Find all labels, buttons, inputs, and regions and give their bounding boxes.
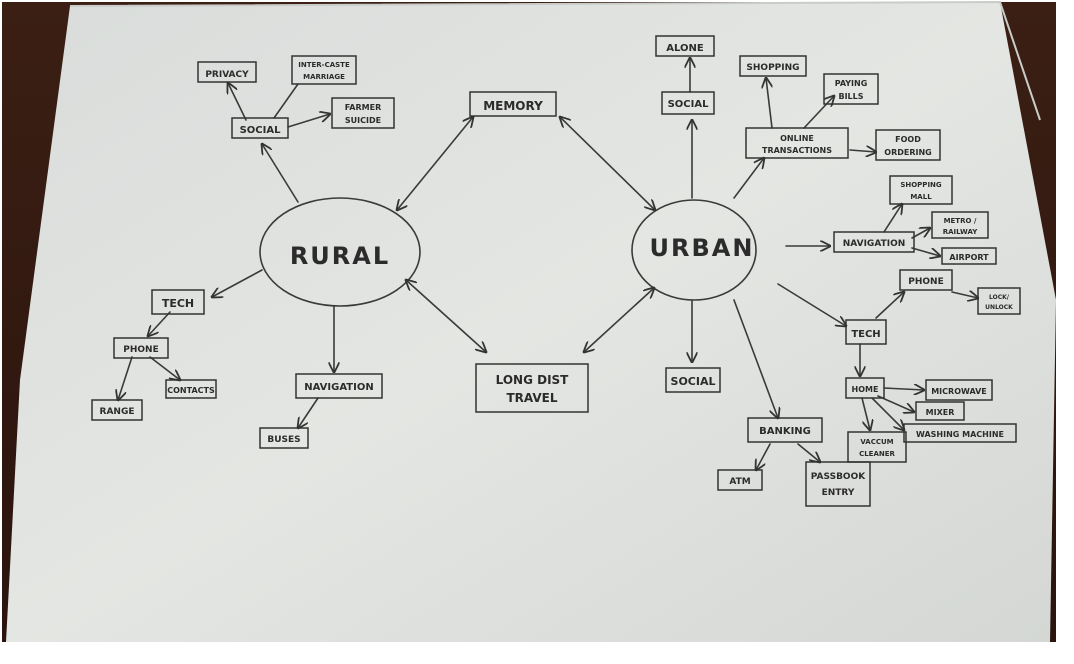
svg-text:SHOPPING: SHOPPING	[900, 181, 942, 189]
passbook-entry-box: PASSBOOK ENTRY	[805, 461, 871, 507]
svg-text:BUSES: BUSES	[267, 435, 300, 445]
airport-box: AIRPORT	[941, 247, 997, 265]
urban-social-bottom-box: SOCIAL	[665, 367, 721, 393]
metro-railway-box: METRO / RAILWAY	[931, 211, 989, 239]
svg-text:PASSBOOK: PASSBOOK	[811, 472, 866, 482]
svg-text:FOOD: FOOD	[895, 135, 921, 144]
svg-text:MIXER: MIXER	[926, 408, 955, 417]
long-dist-travel-box: LONG DIST TRAVEL	[475, 363, 589, 413]
urban-ellipse	[631, 199, 757, 301]
svg-text:LOCK/: LOCK/	[989, 294, 1010, 301]
svg-text:TRANSACTIONS: TRANSACTIONS	[762, 146, 832, 155]
paying-bills-box: PAYING BILLS	[823, 73, 879, 105]
home-box: HOME	[845, 377, 885, 399]
svg-text:CONTACTS: CONTACTS	[167, 386, 215, 395]
svg-text:SUICIDE: SUICIDE	[345, 116, 381, 125]
svg-text:CLEANER: CLEANER	[859, 450, 895, 458]
svg-text:MEMORY: MEMORY	[483, 99, 543, 113]
svg-text:TECH: TECH	[851, 329, 880, 340]
rural-tech-box: TECH	[151, 289, 205, 315]
svg-text:PHONE: PHONE	[123, 345, 158, 355]
vaccum-cleaner-box: VACCUM CLEANER	[847, 431, 907, 463]
svg-text:VACCUM: VACCUM	[860, 438, 893, 446]
svg-text:ENTRY: ENTRY	[822, 488, 855, 498]
svg-text:FARMER: FARMER	[345, 103, 381, 112]
svg-text:PRIVACY: PRIVACY	[205, 70, 249, 80]
svg-text:SHOPPING: SHOPPING	[746, 63, 799, 73]
svg-text:NAVIGATION: NAVIGATION	[304, 382, 373, 393]
microwave-box: MICROWAVE	[925, 379, 993, 401]
svg-text:ONLINE: ONLINE	[780, 134, 814, 143]
svg-text:MARRIAGE: MARRIAGE	[303, 73, 345, 81]
rural-ellipse	[259, 197, 421, 307]
buses-box: BUSES	[259, 427, 309, 449]
inter-caste-marriage-box: INTER-CASTE MARRIAGE	[291, 55, 357, 85]
online-transactions-box: ONLINE TRANSACTIONS	[745, 127, 849, 159]
contacts-box: CONTACTS	[165, 379, 217, 399]
rural-privacy-box: PRIVACY	[197, 61, 257, 83]
alone-box: ALONE	[655, 35, 715, 57]
rural-phone-box: PHONE	[113, 337, 169, 359]
farmer-suicide-box: FARMER SUICIDE	[331, 97, 395, 129]
urban-label: URBAN	[650, 234, 755, 262]
paper-sheet	[6, 2, 1056, 642]
svg-text:SOCIAL: SOCIAL	[671, 375, 716, 388]
mixer-box: MIXER	[915, 401, 965, 421]
rural-label: RURAL	[290, 242, 390, 270]
svg-text:ORDERING: ORDERING	[884, 148, 931, 157]
banking-box: BANKING	[747, 417, 823, 443]
svg-text:RANGE: RANGE	[100, 407, 135, 417]
svg-text:METRO /: METRO /	[944, 217, 977, 225]
svg-text:SOCIAL: SOCIAL	[240, 125, 282, 136]
rural-navigation-box: NAVIGATION	[295, 373, 383, 399]
washing-machine-box: WASHING MACHINE	[903, 423, 1017, 443]
food-ordering-box: FOOD ORDERING	[875, 129, 941, 161]
atm-box: ATM	[717, 469, 763, 491]
urban-tech-box: TECH	[845, 319, 887, 345]
svg-text:LONG DIST: LONG DIST	[496, 373, 570, 387]
rural-social-box: SOCIAL	[231, 117, 289, 139]
svg-text:HOME: HOME	[852, 385, 879, 394]
svg-text:BILLS: BILLS	[838, 92, 863, 101]
urban-phone-box: PHONE	[899, 269, 953, 291]
svg-text:ALONE: ALONE	[666, 43, 704, 54]
memory-box: MEMORY	[469, 91, 557, 117]
svg-text:TECH: TECH	[162, 297, 194, 310]
svg-text:AIRPORT: AIRPORT	[949, 253, 989, 262]
svg-text:TRAVEL: TRAVEL	[506, 391, 557, 405]
svg-text:PHONE: PHONE	[908, 277, 943, 287]
shopping-mall-box: SHOPPING MALL	[889, 175, 953, 205]
range-box: RANGE	[91, 399, 143, 421]
svg-text:RAILWAY: RAILWAY	[943, 228, 978, 236]
svg-text:MICROWAVE: MICROWAVE	[931, 387, 987, 396]
urban-social-top-box: SOCIAL	[661, 91, 715, 115]
svg-text:UNLOCK: UNLOCK	[985, 304, 1013, 311]
svg-text:ATM: ATM	[729, 477, 750, 487]
urban-navigation-box: NAVIGATION	[833, 231, 915, 253]
svg-text:MALL: MALL	[910, 193, 932, 201]
svg-text:NAVIGATION: NAVIGATION	[843, 239, 906, 249]
svg-text:WASHING MACHINE: WASHING MACHINE	[916, 430, 1004, 439]
svg-text:BANKING: BANKING	[759, 426, 811, 437]
svg-text:INTER-CASTE: INTER-CASTE	[298, 61, 350, 69]
lock-unlock-box: LOCK/ UNLOCK	[977, 287, 1021, 315]
shopping-box: SHOPPING	[739, 55, 807, 77]
svg-text:PAYING: PAYING	[835, 79, 868, 88]
svg-text:SOCIAL: SOCIAL	[668, 99, 710, 110]
